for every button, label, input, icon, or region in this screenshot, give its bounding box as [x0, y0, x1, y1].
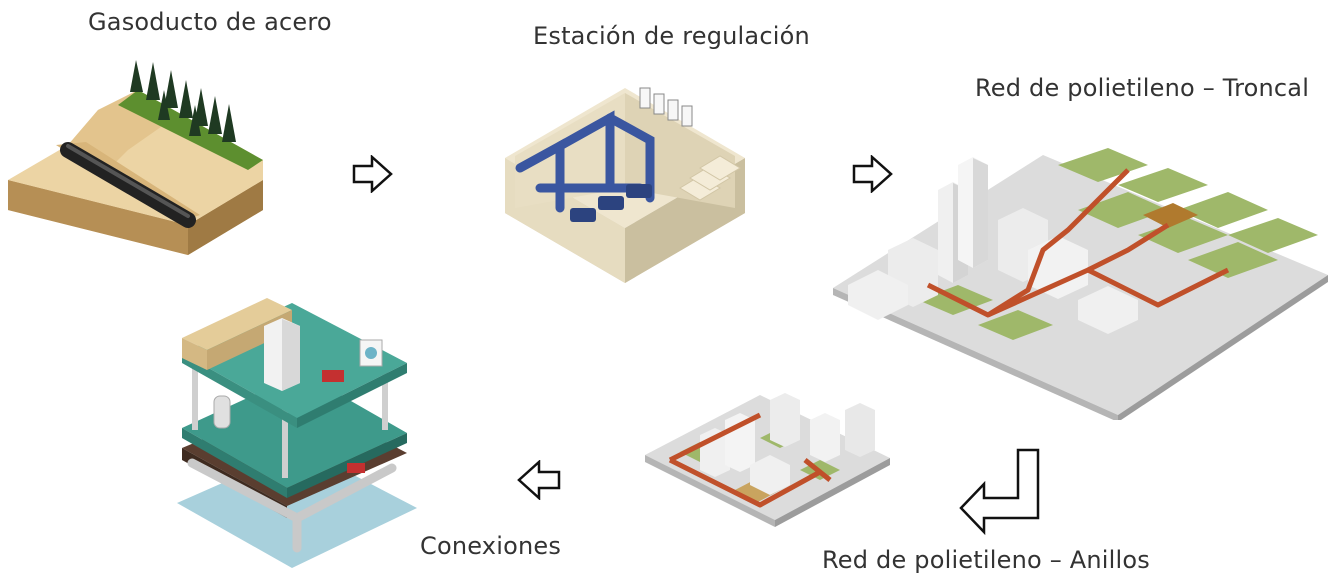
right-arrow-icon [352, 155, 393, 193]
left-arrow-icon [517, 460, 561, 500]
trunk-label: Red de polietileno – Troncal [975, 74, 1310, 102]
right-arrow-icon [852, 155, 893, 193]
polyethylene-trunk-network-illustration [833, 148, 1328, 420]
steel-pipeline-illustration [8, 60, 263, 255]
regulation-station-illustration [505, 87, 745, 283]
pipeline-label: Gasoducto de acero [88, 8, 332, 36]
rings-label: Red de polietileno – Anillos [822, 546, 1150, 574]
station-label: Estación de regulación [533, 22, 810, 50]
return-arrow-icon [959, 448, 1040, 536]
polyethylene-ring-network-illustration [645, 393, 890, 527]
connections-label: Conexiones [420, 532, 562, 560]
household-connections-illustration [177, 298, 417, 568]
